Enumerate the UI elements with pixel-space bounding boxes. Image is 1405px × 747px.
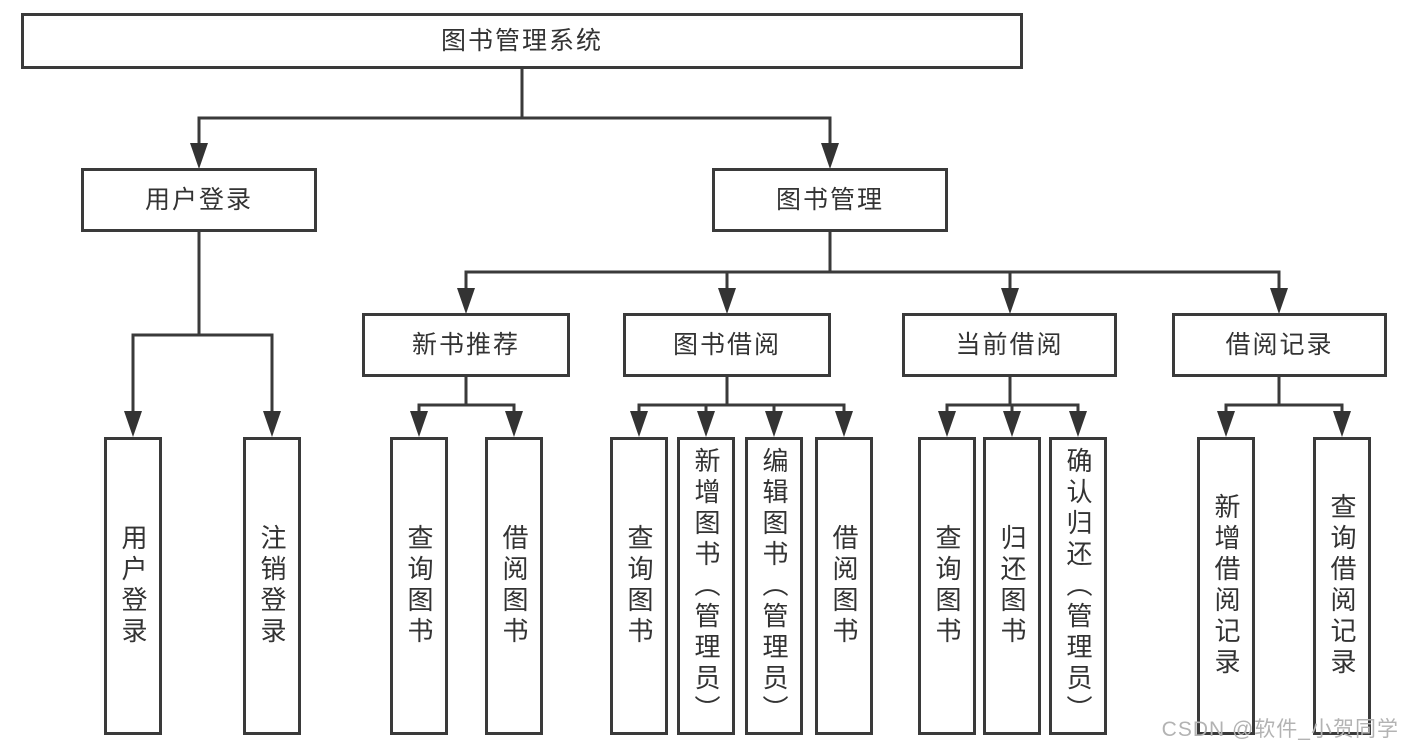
leaf-confirm-return-admin-label: 确认归还（管理员） bbox=[1063, 446, 1093, 726]
connector-current-borrow-to-leaves bbox=[938, 377, 1087, 437]
leaf-add-books-admin-label: 新增图书（管理员） bbox=[691, 446, 721, 726]
node-user-login-label: 用户登录 bbox=[144, 185, 253, 214]
connector-user-login-to-leaves bbox=[124, 232, 281, 437]
leaf-user-login: 用户登录 bbox=[104, 437, 162, 735]
leaf-newbook-query-books-label: 查询图书 bbox=[404, 524, 434, 648]
node-user-login: 用户登录 bbox=[81, 168, 317, 232]
node-borrow-records-label: 借阅记录 bbox=[1225, 330, 1334, 359]
node-book-borrow-label: 图书借阅 bbox=[672, 330, 781, 359]
node-new-book-recommend-label: 新书推荐 bbox=[411, 330, 520, 359]
node-borrow-records: 借阅记录 bbox=[1172, 313, 1387, 377]
csdn-watermark: CSDN @软件_小贺同学 bbox=[1161, 718, 1399, 741]
leaf-return-books: 归还图书 bbox=[983, 437, 1041, 735]
leaf-return-books-label: 归还图书 bbox=[997, 524, 1027, 648]
leaf-borrow-query-books-label: 查询图书 bbox=[624, 524, 654, 648]
node-current-borrow-label: 当前借阅 bbox=[955, 330, 1064, 359]
leaf-query-borrow-record: 查询借阅记录 bbox=[1313, 437, 1371, 735]
node-library-system-label: 图书管理系统 bbox=[440, 26, 603, 55]
leaf-current-query-books-label: 查询图书 bbox=[932, 524, 962, 648]
node-library-system: 图书管理系统 bbox=[21, 13, 1023, 69]
leaf-borrow-query-books: 查询图书 bbox=[610, 437, 668, 735]
leaf-user-login-label: 用户登录 bbox=[118, 524, 148, 648]
connector-book-mgmt-to-level3 bbox=[457, 232, 1288, 314]
leaf-current-query-books: 查询图书 bbox=[918, 437, 976, 735]
leaf-borrow-books-label: 借阅图书 bbox=[829, 524, 859, 648]
leaf-newbook-borrow-books: 借阅图书 bbox=[485, 437, 543, 735]
connector-new-book-to-leaves bbox=[410, 377, 523, 437]
node-book-management: 图书管理 bbox=[712, 168, 948, 232]
leaf-newbook-query-books: 查询图书 bbox=[390, 437, 448, 735]
leaf-edit-books-admin-label: 编辑图书（管理员） bbox=[759, 446, 789, 726]
leaf-add-borrow-record-label: 新增借阅记录 bbox=[1211, 493, 1241, 679]
connector-borrow-records-to-leaves bbox=[1217, 377, 1351, 437]
leaf-confirm-return-admin: 确认归还（管理员） bbox=[1049, 437, 1107, 735]
node-current-borrow: 当前借阅 bbox=[902, 313, 1117, 377]
leaf-add-books-admin: 新增图书（管理员） bbox=[677, 437, 735, 735]
leaf-borrow-books: 借阅图书 bbox=[815, 437, 873, 735]
connector-book-borrow-to-leaves bbox=[630, 377, 853, 437]
node-book-borrow: 图书借阅 bbox=[623, 313, 831, 377]
leaf-edit-books-admin: 编辑图书（管理员） bbox=[745, 437, 803, 735]
connector-root-to-level2 bbox=[190, 68, 839, 169]
leaf-add-borrow-record: 新增借阅记录 bbox=[1197, 437, 1255, 735]
leaf-logout: 注销登录 bbox=[243, 437, 301, 735]
leaf-logout-label: 注销登录 bbox=[257, 524, 287, 648]
leaf-newbook-borrow-books-label: 借阅图书 bbox=[499, 524, 529, 648]
node-book-management-label: 图书管理 bbox=[775, 185, 884, 214]
leaf-query-borrow-record-label: 查询借阅记录 bbox=[1327, 493, 1357, 679]
node-new-book-recommend: 新书推荐 bbox=[362, 313, 570, 377]
